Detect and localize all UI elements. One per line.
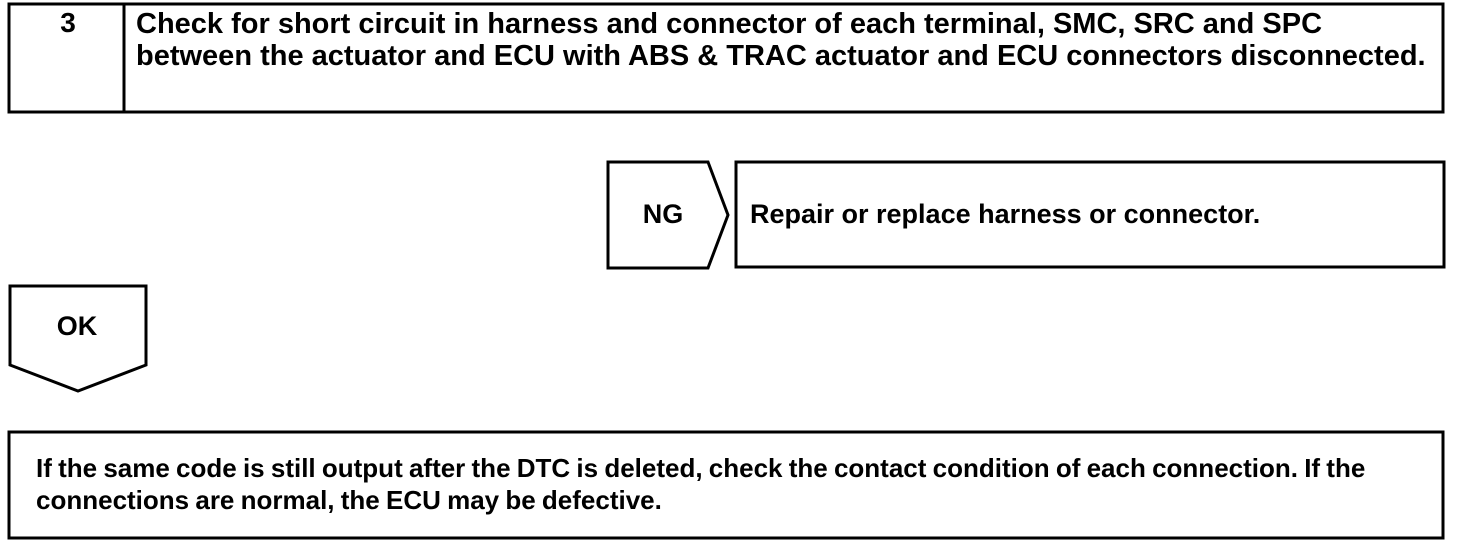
step-title: Check for short circuit in harness and c… (136, 8, 1426, 72)
ng-arrow-shape (606, 160, 730, 270)
step-number: 3 (60, 7, 76, 38)
ng-label: NG (642, 199, 684, 229)
step-box (7, 2, 1445, 114)
final-note-box (7, 430, 1445, 540)
ok-arrow-shape (8, 284, 148, 393)
ok-label: OK (56, 311, 98, 341)
ng-action-box (734, 160, 1446, 269)
final-note-text: If the same code is still output after t… (36, 453, 1366, 515)
ng-action-text: Repair or replace harness or connector. (750, 199, 1261, 229)
